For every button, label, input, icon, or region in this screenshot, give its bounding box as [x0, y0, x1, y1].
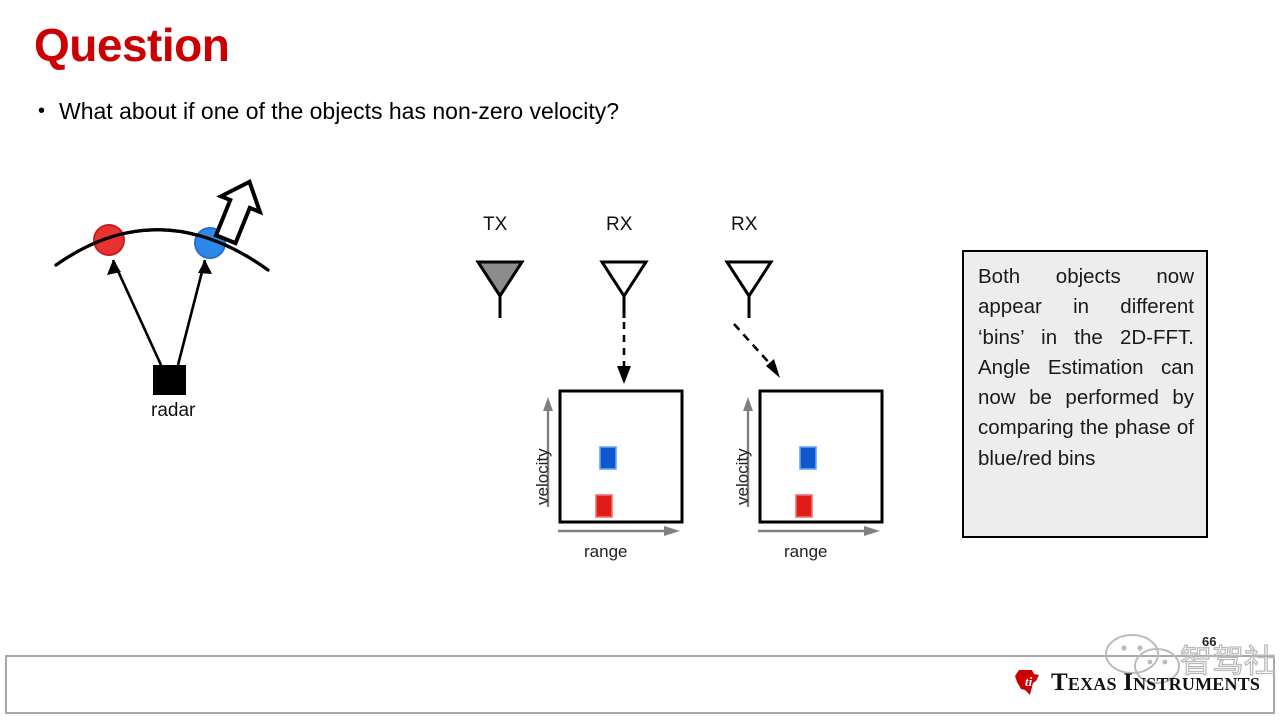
fft-bin-blue-left — [599, 446, 617, 470]
ti-logo: ti Texas Instruments — [1012, 668, 1260, 698]
fft-plot-right — [743, 389, 884, 524]
radar-scene-diagram — [54, 179, 270, 395]
antenna-label-rx-2: RX — [731, 214, 758, 235]
los-line-red — [111, 259, 163, 366]
bullet-text: What about if one of the objects has non… — [59, 98, 620, 124]
velocity-arrow-icon — [213, 179, 264, 246]
signal-arrow-diagonal — [733, 323, 780, 378]
ti-wordmark: Texas Instruments — [1051, 669, 1261, 696]
fft-plot-right-range-axis — [758, 526, 880, 536]
callout-text: Both objects now appear in different ‘bi… — [978, 265, 1194, 470]
svg-text:ti: ti — [1025, 674, 1033, 689]
antenna-rx-2-icon — [724, 260, 774, 318]
fft-plot-left — [543, 389, 684, 524]
fft-plot-right-xaxis-label: range — [784, 542, 828, 561]
radar-label: radar — [151, 400, 196, 421]
los-arrowhead-blue — [198, 260, 212, 274]
antenna-label-rx-1: RX — [606, 214, 633, 235]
fft-bin-red-right — [795, 494, 813, 518]
fft-bin-red-left — [595, 494, 613, 518]
fft-plot-right-yaxis-label: velocity — [733, 448, 752, 505]
fft-bin-blue-right — [799, 446, 817, 470]
bullet-marker-icon: • — [38, 100, 46, 122]
radar-body — [153, 365, 186, 395]
antenna-label-tx: TX — [483, 214, 508, 235]
fft-plot-left-frame — [558, 389, 684, 524]
fft-plot-left-range-axis — [558, 526, 680, 536]
texas-logo-icon: ti — [1015, 670, 1039, 695]
fft-plot-left-yaxis-label: velocity — [533, 448, 552, 505]
page-number: 66 — [1202, 634, 1217, 649]
bullet-item: • What about if one of the objects has n… — [38, 97, 619, 125]
los-line-blue — [176, 259, 207, 366]
target-red — [93, 224, 125, 256]
signal-arrow-vertical — [617, 322, 631, 384]
antenna-tx-icon — [475, 260, 525, 318]
fft-plot-left-xaxis-label: range — [584, 542, 628, 561]
fft-plot-right-frame — [758, 389, 884, 524]
antenna-rx-1-icon — [599, 260, 649, 318]
los-arrowhead-red — [107, 260, 121, 275]
footer-frame — [5, 655, 1275, 714]
callout-box: Both objects now appear in different ‘bi… — [962, 250, 1208, 538]
page-title: Question — [34, 19, 230, 71]
target-arc-overlay — [54, 228, 270, 272]
